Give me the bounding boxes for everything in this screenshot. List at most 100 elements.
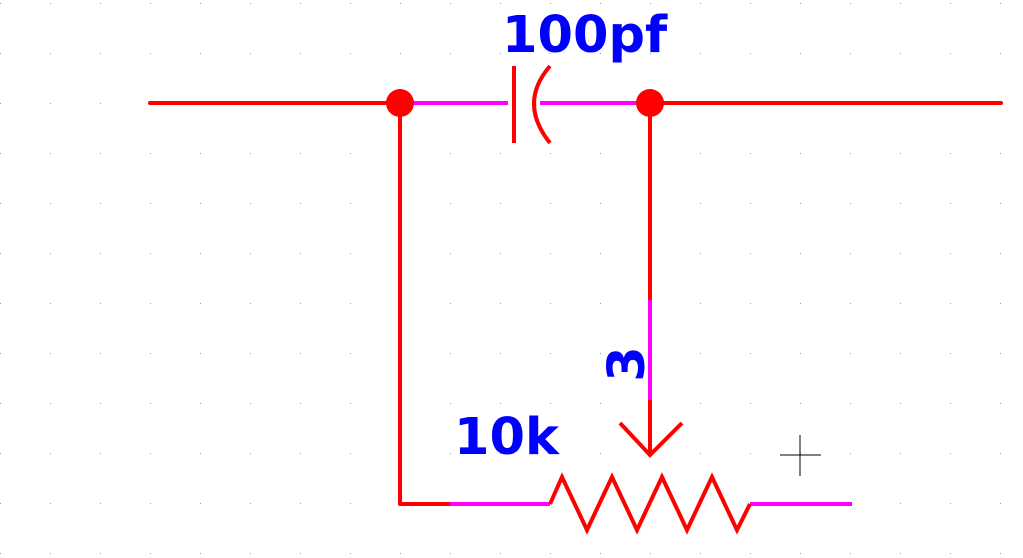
- grid-dot: [200, 203, 201, 204]
- grid-dot: [150, 3, 151, 4]
- grid-dot: [500, 53, 501, 54]
- grid-dot: [0, 53, 1, 54]
- grid-dot: [700, 3, 701, 4]
- capacitor-value-label[interactable]: 100pf: [502, 6, 668, 65]
- grid-dot: [0, 103, 1, 104]
- junction-dot-right[interactable]: [636, 89, 664, 117]
- grid-dot: [900, 303, 901, 304]
- junctions: [386, 89, 664, 117]
- grid-dot: [50, 303, 51, 304]
- grid-dot: [0, 403, 1, 404]
- grid-dot: [750, 3, 751, 4]
- grid-dot: [750, 253, 751, 254]
- grid-dot: [500, 353, 501, 354]
- grid-dot: [900, 53, 901, 54]
- grid-dot: [200, 453, 201, 454]
- grid-dot: [900, 553, 901, 554]
- grid-dot: [0, 203, 1, 204]
- grid-dot: [950, 453, 951, 454]
- grid-dot: [350, 3, 351, 4]
- grid-dot: [800, 3, 801, 4]
- grid-dot: [100, 103, 101, 104]
- grid-dot: [750, 453, 751, 454]
- grid-dot: [700, 553, 701, 554]
- grid-dot: [900, 3, 901, 4]
- resistor-zigzag: [548, 472, 752, 535]
- grid-dot: [750, 53, 751, 54]
- potentiometer-value-label[interactable]: 10k: [454, 408, 560, 467]
- grid-dot: [450, 353, 451, 354]
- grid-dot: [250, 153, 251, 154]
- grid-dot: [700, 353, 701, 354]
- grid-dot: [450, 253, 451, 254]
- grid-dot: [250, 353, 251, 354]
- grid-dot: [0, 253, 1, 254]
- grid-dot: [250, 503, 251, 504]
- grid-dot: [250, 403, 251, 404]
- potentiometer-symbol[interactable]: [548, 400, 752, 535]
- grid-dot: [450, 3, 451, 4]
- grid-dot: [950, 553, 951, 554]
- grid-dot: [50, 153, 51, 154]
- grid-dot: [100, 53, 101, 54]
- grid-dot: [1000, 503, 1001, 504]
- grid-dot: [700, 403, 701, 404]
- grid-dot: [450, 403, 451, 404]
- grid-dot: [50, 503, 51, 504]
- grid-dot: [950, 503, 951, 504]
- grid-dot: [200, 253, 201, 254]
- grid-dot: [850, 53, 851, 54]
- grid-dot: [750, 203, 751, 204]
- grid-dot: [850, 303, 851, 304]
- grid-dot: [200, 503, 201, 504]
- grid-dot: [500, 453, 501, 454]
- grid-dot: [200, 303, 201, 304]
- grid-dot: [50, 3, 51, 4]
- grid-dot: [900, 253, 901, 254]
- grid-dot: [750, 353, 751, 354]
- grid-dot: [800, 353, 801, 354]
- capacitor-symbol[interactable]: [512, 64, 552, 145]
- grid-dot: [200, 553, 201, 554]
- grid-dot: [600, 253, 601, 254]
- grid-dot: [450, 303, 451, 304]
- grid-dot: [150, 303, 151, 304]
- grid-dot: [750, 553, 751, 554]
- capacitor-plate-curved: [532, 64, 552, 145]
- grid-dot: [100, 553, 101, 554]
- grid-dot: [50, 453, 51, 454]
- grid-dot: [750, 303, 751, 304]
- grid-dot: [500, 403, 501, 404]
- grid-dot: [100, 253, 101, 254]
- grid-dot: [300, 503, 301, 504]
- grid-dot: [150, 253, 151, 254]
- grid-dot: [850, 203, 851, 204]
- grid-dot: [550, 403, 551, 404]
- grid-dot: [850, 453, 851, 454]
- grid-dot: [850, 253, 851, 254]
- grid-dot: [700, 153, 701, 154]
- grid-dot: [450, 53, 451, 54]
- grid-dot: [300, 203, 301, 204]
- grid-dot: [100, 203, 101, 204]
- grid-dot: [0, 303, 1, 304]
- grid-dot: [100, 303, 101, 304]
- grid-dot: [700, 453, 701, 454]
- grid-dot: [300, 303, 301, 304]
- grid-dot: [300, 403, 301, 404]
- grid-dot: [50, 203, 51, 204]
- crosshair-cursor-icon: [780, 435, 821, 476]
- potentiometer-pin-number-label[interactable]: 3: [598, 346, 657, 382]
- grid-dot: [600, 3, 601, 4]
- grid-dot: [150, 503, 151, 504]
- grid-dot: [100, 453, 101, 454]
- junction-dot-left[interactable]: [386, 89, 414, 117]
- grid-dot: [50, 403, 51, 404]
- grid-dot: [0, 3, 1, 4]
- grid-dot: [850, 353, 851, 354]
- grid-dot: [400, 553, 401, 554]
- grid-dot: [950, 153, 951, 154]
- grid-dot: [250, 3, 251, 4]
- grid-dot: [900, 203, 901, 204]
